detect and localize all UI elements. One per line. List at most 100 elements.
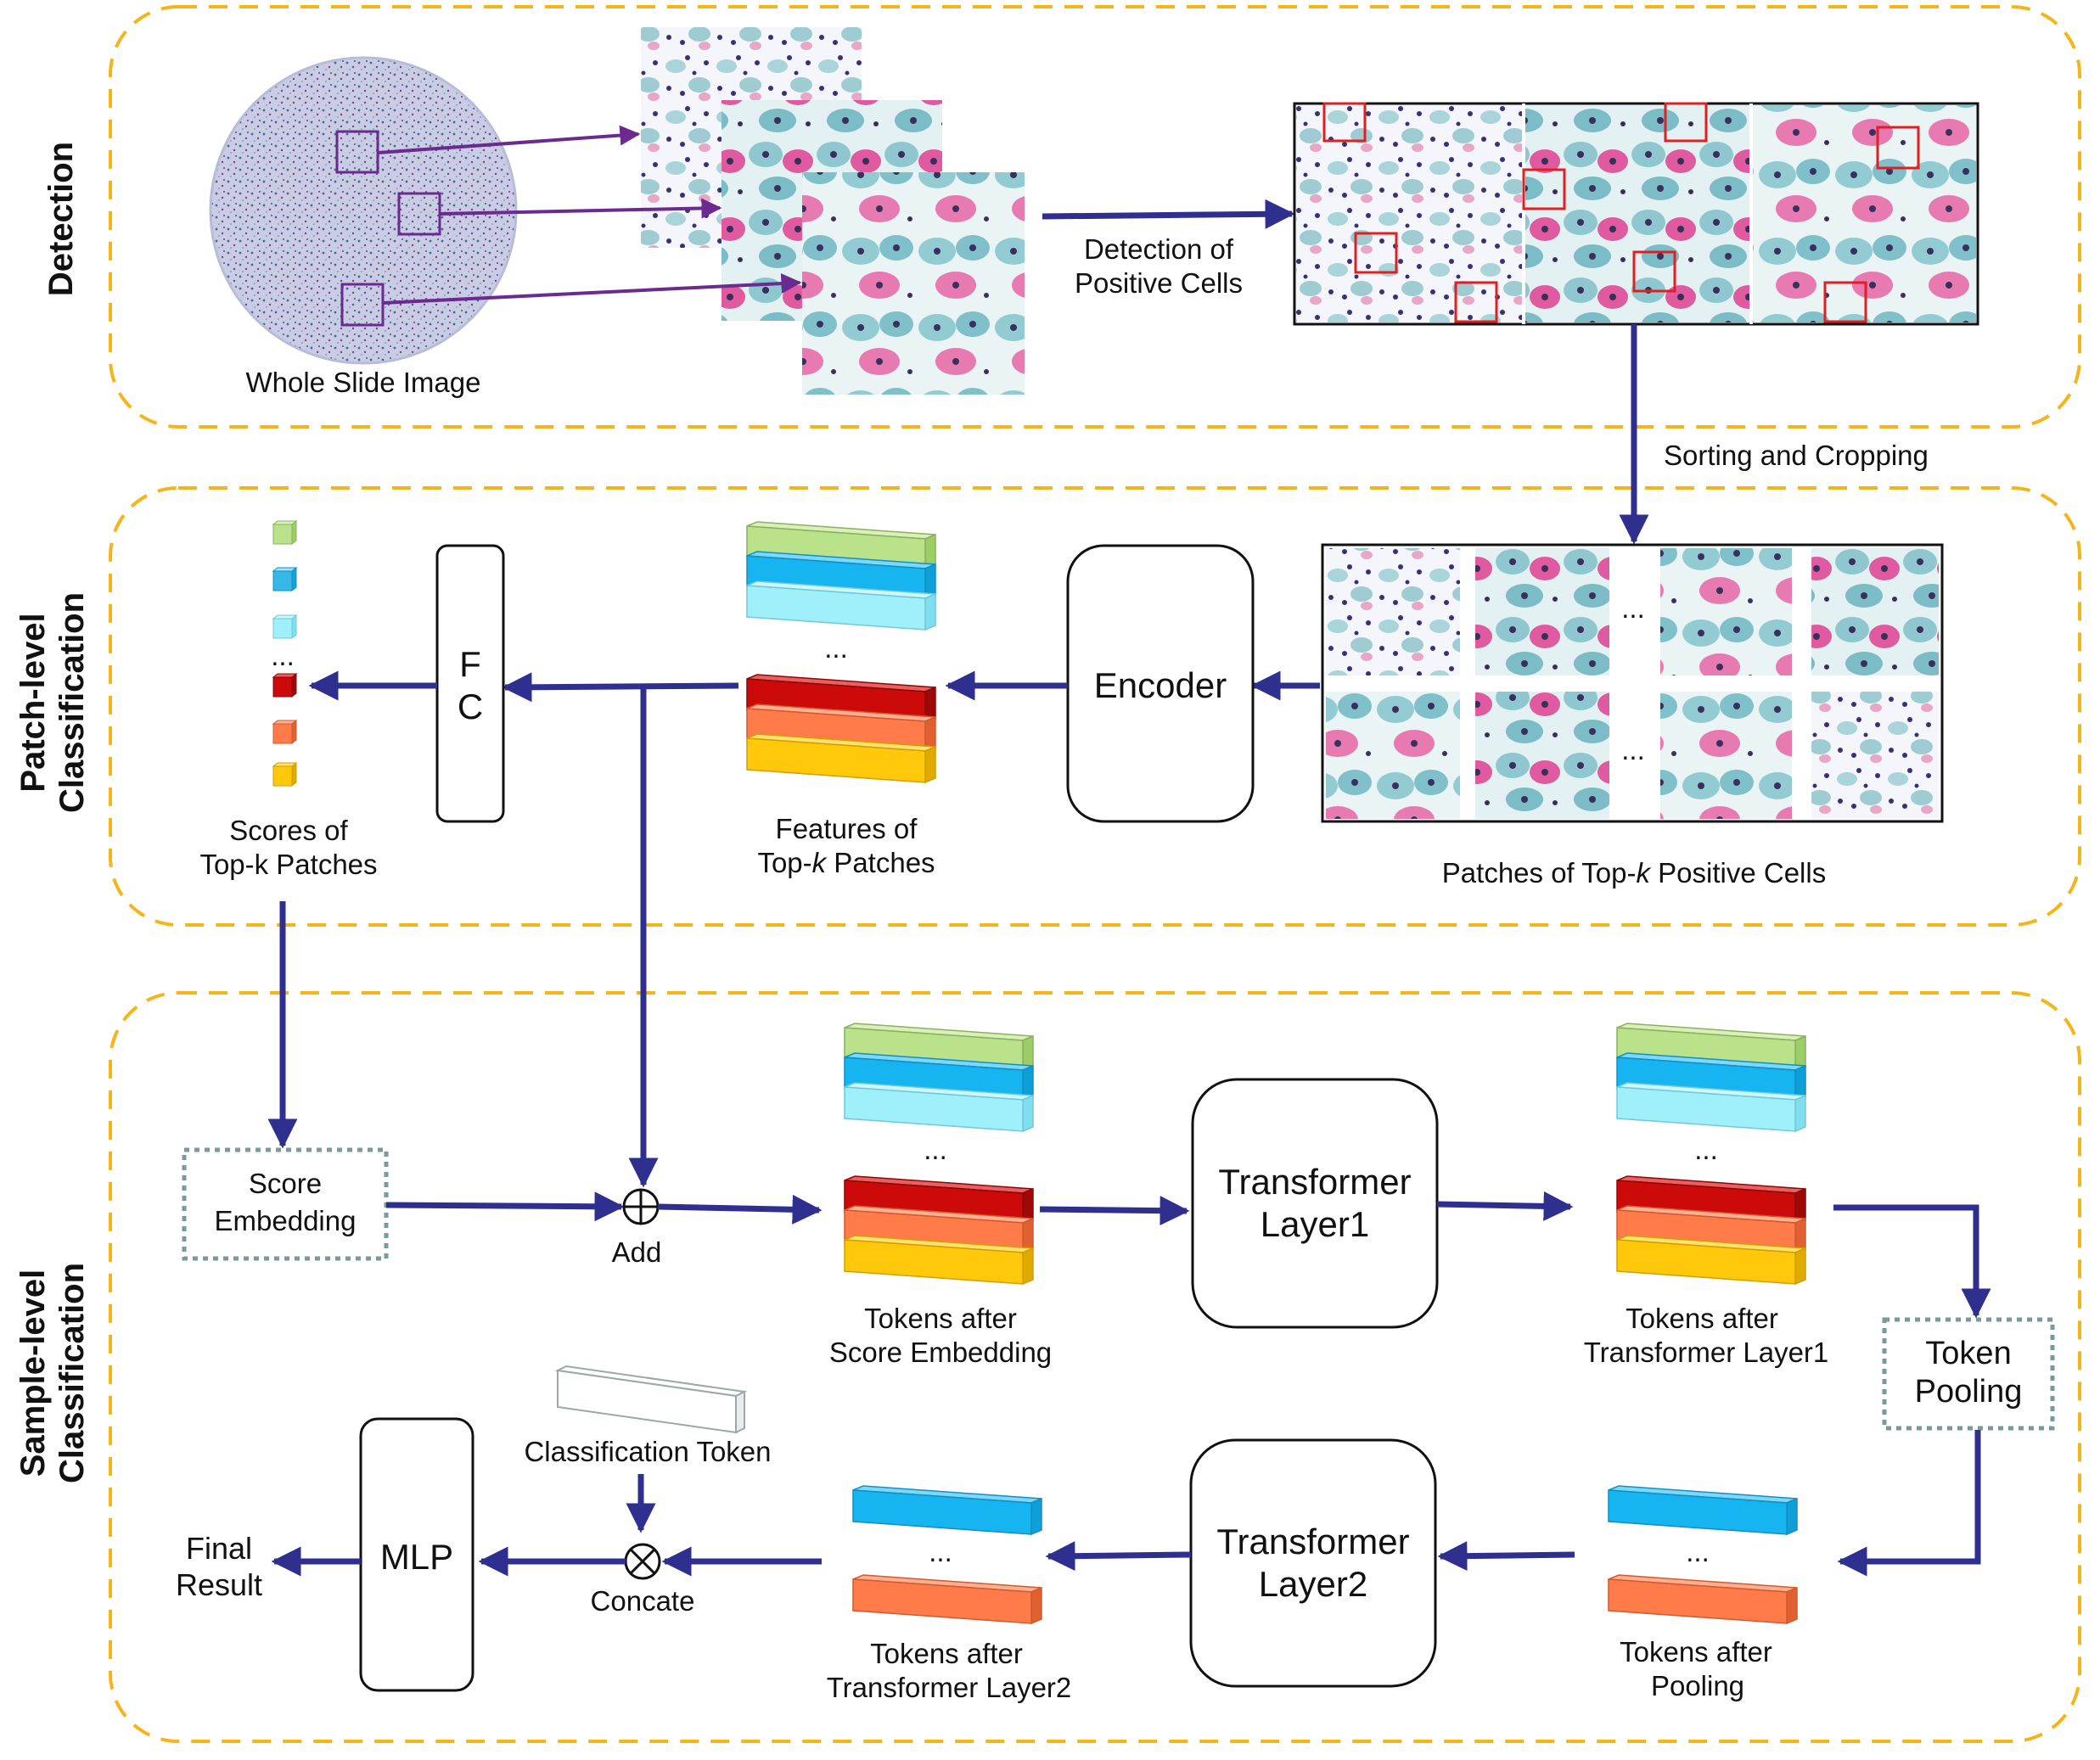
patches-ellipsis-bottom: ... <box>1621 734 1645 765</box>
transformer-layer2-block <box>1189 1438 1437 1688</box>
tokens-tl1-label-line2: Transformer Layer1 <box>1584 1337 1829 1368</box>
tokens-score-label-line1: Tokens after <box>864 1303 1017 1334</box>
cls-token-label: Classification Token <box>524 1436 771 1467</box>
feature-token <box>746 733 936 784</box>
wsi-label: Whole Slide Image <box>246 367 481 398</box>
positive-cell-box <box>1522 168 1566 210</box>
detection-section <box>109 5 2081 429</box>
sample-title-line2: Classification <box>53 1263 91 1483</box>
pooling-to-tokens-arrow <box>1837 1430 1981 1577</box>
features-to-fc-arrow <box>502 672 739 703</box>
token <box>844 1082 1034 1133</box>
wsi-arrow-2 <box>439 198 722 219</box>
detection-title: Detection <box>42 142 80 296</box>
detect-arrow <box>1042 199 1295 229</box>
tokens-pool-label-line1: Tokens after <box>1620 1636 1772 1668</box>
positive-cell-box <box>1322 102 1367 143</box>
features-ellipsis: ... <box>824 632 848 664</box>
add-to-tokens-arrow <box>657 1194 823 1225</box>
final-result-line1: Final <box>186 1531 252 1566</box>
token <box>844 1235 1034 1286</box>
token <box>1608 1574 1798 1625</box>
tokens-score-stack <box>844 1023 1034 1286</box>
classification-token <box>554 1365 748 1434</box>
patches-ellipsis-top: ... <box>1621 592 1645 624</box>
tokens-tl1-ellipsis: ... <box>1694 1134 1718 1165</box>
token <box>1616 1082 1806 1133</box>
tl1-label-line2: Layer1 <box>1261 1204 1369 1244</box>
whole-slide-image <box>211 58 516 363</box>
embedding-to-add-arrow <box>385 1191 625 1222</box>
sample-section <box>109 991 2081 1743</box>
score-embedding-line2: Embedding <box>215 1205 357 1236</box>
transformer-layer1-block <box>1191 1078 1439 1329</box>
tl2-label-line2: Layer2 <box>1259 1564 1367 1604</box>
score-cube <box>272 566 298 592</box>
scores-label-line1: Scores of <box>229 815 348 846</box>
positive-cell-box <box>1354 232 1398 274</box>
fc-label-line1: F <box>459 644 481 684</box>
positive-cell-box <box>1876 126 1920 170</box>
patches-label: Patches of Top-k Positive Cells <box>1442 857 1826 888</box>
positive-cell-box <box>1664 102 1708 143</box>
tokens-score-label-line2: Score Embedding <box>829 1337 1052 1368</box>
wsi-arrow-3 <box>382 273 802 305</box>
score-cube <box>272 719 298 745</box>
tl2-to-tokens-arrow <box>1045 1541 1192 1572</box>
patch-title-line2: Classification <box>53 592 91 813</box>
detect-label-line1: Detection of <box>1084 233 1234 265</box>
token-pooling-line2: Pooling <box>1915 1374 2023 1410</box>
add-label: Add <box>612 1236 662 1268</box>
tl1-to-tokens-arrow <box>1436 1191 1574 1221</box>
features-stack <box>746 521 936 784</box>
score-embedding-line1: Score <box>249 1168 322 1199</box>
sorting-label: Sorting and Cropping <box>1664 440 1929 471</box>
positive-cell-box <box>1632 250 1676 293</box>
wsi-region-box-3 <box>340 283 385 327</box>
sample-title-line1: Sample-level <box>14 1270 52 1477</box>
patch-section <box>109 486 2081 927</box>
tl2-label-line1: Transformer <box>1216 1522 1409 1561</box>
final-result-line2: Result <box>176 1567 262 1602</box>
concat-operator-icon <box>624 1543 661 1580</box>
features-label-line2: Top-k Patches <box>757 847 935 878</box>
tokens-tl2-label-line2: Transformer Layer2 <box>827 1672 1072 1703</box>
patch-image-3 <box>802 172 1025 395</box>
tokens-tl2-ellipsis: ... <box>929 1536 952 1567</box>
tokens-tl2-label-line1: Tokens after <box>870 1638 1023 1669</box>
score-cube <box>272 761 298 788</box>
tokens-tl2-stack <box>852 1485 1042 1625</box>
tokens-to-tl1-arrow <box>1039 1196 1190 1226</box>
token <box>852 1485 1042 1536</box>
token-pooling-line1: Token <box>1925 1336 2011 1371</box>
tokens-to-pooling-arrow <box>1833 1204 1991 1319</box>
mlp-label: MLP <box>380 1537 453 1577</box>
positive-cell-box <box>1823 281 1867 323</box>
scores-stack <box>272 519 298 788</box>
concat-label: Concate <box>591 1585 695 1617</box>
fc-label-line2: C <box>458 687 483 726</box>
tokens-tl1-stack <box>1616 1023 1806 1286</box>
tokens-score-ellipsis: ... <box>924 1134 947 1165</box>
wsi-arrow-1 <box>377 125 641 154</box>
features-label-line1: Features of <box>776 813 918 844</box>
pool-tokens-to-tl2-arrow <box>1437 1541 1575 1572</box>
token <box>1608 1485 1798 1536</box>
positive-cell-box <box>1454 281 1498 323</box>
tl1-label-line1: Transformer <box>1218 1162 1411 1202</box>
encoder-label: Encoder <box>1094 665 1227 705</box>
add-operator-icon <box>622 1188 660 1225</box>
mlp-block <box>359 1417 474 1692</box>
detection-result-strip <box>1293 102 1979 326</box>
token-pooling-block <box>1882 1317 2055 1431</box>
top-k-patches-grid <box>1321 543 1944 823</box>
score-cube <box>272 614 298 640</box>
feature-token <box>746 580 936 631</box>
score-embedding-block <box>182 1147 389 1261</box>
tokens-pool-label-line2: Pooling <box>1651 1670 1744 1701</box>
token <box>852 1574 1042 1625</box>
scores-label-line2: Top-k Patches <box>199 849 377 880</box>
score-cube <box>272 672 298 698</box>
tokens-pool-ellipsis: ... <box>1686 1536 1710 1567</box>
